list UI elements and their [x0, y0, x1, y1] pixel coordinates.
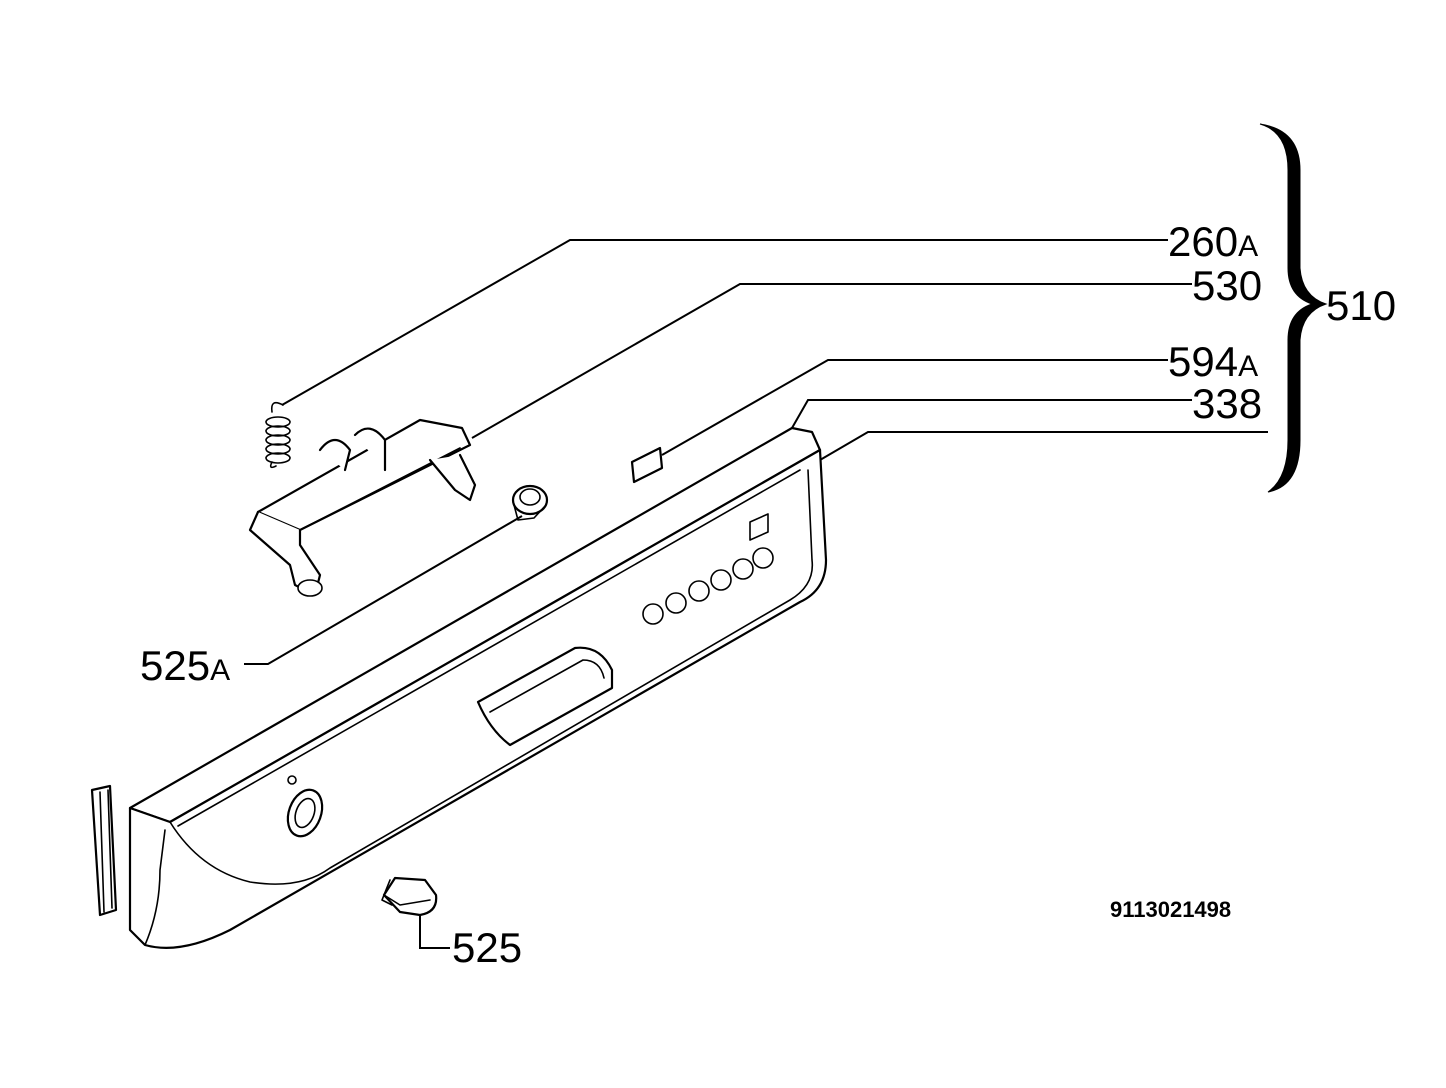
- indicator-lens: [630, 446, 664, 484]
- label-338: 338: [1192, 380, 1262, 427]
- label-525a: 525A: [140, 642, 230, 689]
- door-handle: [248, 418, 477, 597]
- label-525: 525: [452, 924, 522, 971]
- leader-lines: [244, 239, 1268, 949]
- group-brace: [1259, 123, 1328, 493]
- switch: [381, 876, 438, 917]
- label-530: 530: [1192, 262, 1262, 309]
- label-594a: 594A: [1168, 338, 1258, 385]
- label-510: 510: [1326, 282, 1396, 329]
- control-panel: [128, 426, 828, 949]
- spring: [265, 401, 291, 469]
- end-cap: [90, 784, 118, 917]
- document-number: 9113021498: [1110, 897, 1231, 922]
- label-260a: 260A: [1168, 218, 1258, 265]
- knob: [511, 484, 549, 521]
